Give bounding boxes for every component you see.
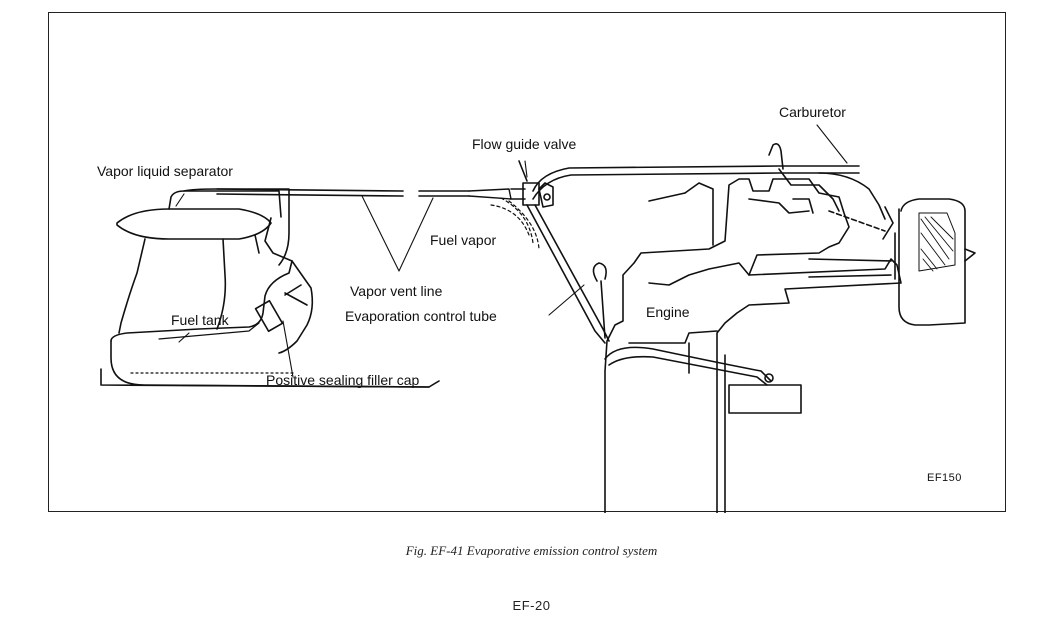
fuel-tank-drawing bbox=[100, 260, 440, 388]
label-evaporation-control-tube: Evaporation control tube bbox=[345, 308, 497, 324]
carburetor-drawing bbox=[768, 143, 976, 326]
flow-guide-valve-drawing bbox=[510, 160, 554, 208]
page-number: EF-20 bbox=[512, 598, 551, 613]
label-vapor-liquid-separator: Vapor liquid separator bbox=[97, 163, 233, 179]
evaporation-control-tube-drawing bbox=[526, 165, 860, 344]
label-carburetor: Carburetor bbox=[779, 104, 846, 120]
label-engine: Engine bbox=[646, 304, 690, 320]
fuel-vapor-arrows bbox=[490, 197, 540, 250]
evaporative-emission-diagram: Carburetor Flow guide valve Vapor liquid… bbox=[97, 104, 976, 513]
filler-neck-drawing bbox=[254, 217, 314, 354]
label-fuel-vapor: Fuel vapor bbox=[430, 232, 496, 248]
engine-drawing bbox=[604, 178, 902, 513]
vapor-vent-line-drawing bbox=[216, 188, 512, 200]
label-flow-guide-valve: Flow guide valve bbox=[472, 136, 576, 152]
figure-caption: Fig. EF-41 Evaporative emission control … bbox=[405, 543, 658, 558]
label-fuel-tank: Fuel tank bbox=[171, 312, 230, 328]
figure-code: EF150 bbox=[927, 472, 962, 484]
label-filler-cap: Positive sealing filler cap bbox=[266, 372, 420, 388]
diagram-frame: Carburetor Flow guide valve Vapor liquid… bbox=[48, 12, 1006, 513]
leader-lines bbox=[175, 124, 848, 378]
label-vapor-vent-line: Vapor vent line bbox=[350, 283, 443, 299]
